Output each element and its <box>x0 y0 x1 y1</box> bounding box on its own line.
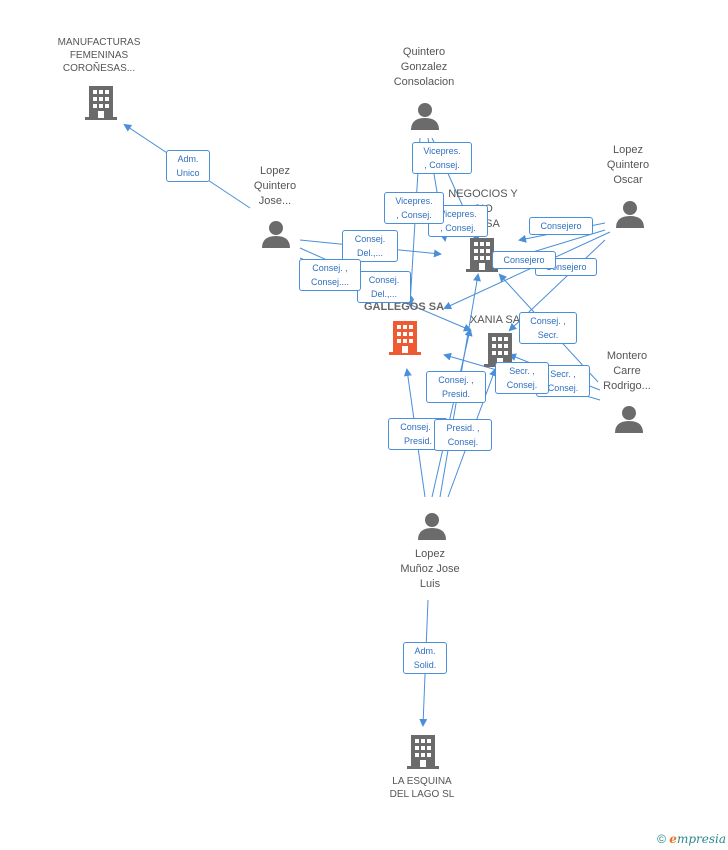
person-icon[interactable] <box>411 102 439 130</box>
edge-label[interactable]: Consej. , Secr. <box>519 312 577 344</box>
company-label-xania[interactable]: XANIA SA <box>469 314 521 326</box>
brand-logo: empresia <box>669 832 726 846</box>
person-label-lopez-quintero-jose[interactable]: Lopez Quintero Jose... <box>253 165 297 207</box>
focus-building-icon[interactable] <box>389 321 421 355</box>
person-icon[interactable] <box>615 405 643 433</box>
brand-footer[interactable]: © empresia <box>657 832 726 846</box>
edge-line <box>443 231 611 310</box>
edge-label[interactable]: Consejero <box>492 251 556 269</box>
edge-label[interactable]: Secr. , Consej. <box>495 362 549 394</box>
person-icon[interactable] <box>418 512 446 540</box>
building-icon[interactable] <box>466 238 498 272</box>
company-label-la-esquina[interactable]: LA ESQUINA DEL LAGO SL <box>389 776 455 800</box>
edge-label[interactable]: Adm. Unico <box>166 150 210 182</box>
edge-label[interactable]: Adm. Solid. <box>403 642 447 674</box>
edge-label[interactable]: Presid. , Consej. <box>434 419 492 451</box>
company-label-manufacturas[interactable]: MANUFACTURAS FEMENINAS COROÑESAS... <box>57 37 141 74</box>
edge-label[interactable]: Consej. , Presid. <box>426 371 486 403</box>
edge-label[interactable]: Consej. Del.,... <box>357 271 411 303</box>
person-icon[interactable] <box>262 220 290 248</box>
copyright-icon: © <box>657 832 666 846</box>
building-icon[interactable] <box>407 735 439 769</box>
edge-label[interactable]: Consejero <box>529 217 593 235</box>
edge-label[interactable]: Vicepres. , Consej. <box>412 142 472 174</box>
person-label-quintero-gonzalez[interactable]: Quintero Gonzalez Consolacion <box>393 46 455 88</box>
person-label-montero-carre[interactable]: Montero Carre Rodrigo... <box>603 350 651 392</box>
edge-label[interactable]: Vicepres. , Consej. <box>384 192 444 224</box>
building-icon[interactable] <box>85 86 117 120</box>
person-icon[interactable] <box>616 200 644 228</box>
person-label-lopez-munoz[interactable]: Lopez Muñoz Jose Luis <box>400 548 460 590</box>
edge-label[interactable]: Consej. Del.,... <box>342 230 398 262</box>
edge-label[interactable]: Consej. , Consej.... <box>299 259 361 291</box>
person-label-lopez-quintero-oscar[interactable]: Lopez Quintero Oscar <box>606 144 650 186</box>
